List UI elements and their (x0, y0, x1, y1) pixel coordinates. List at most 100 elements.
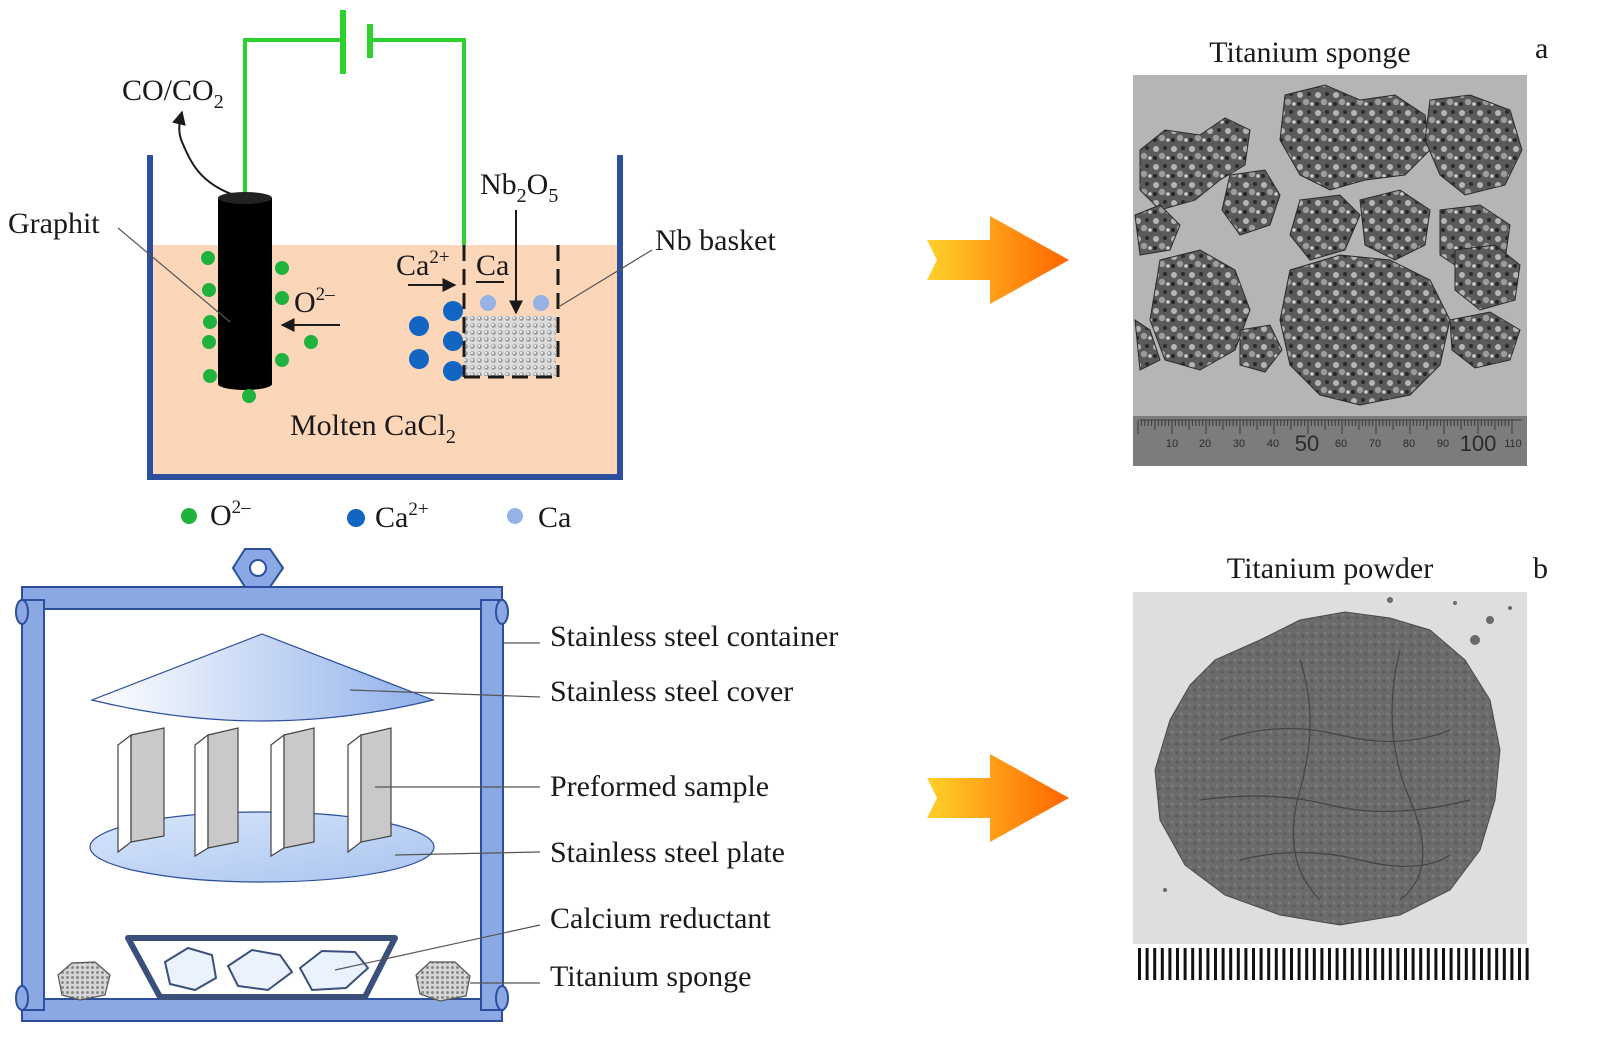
plate-label: Stainless steel plate (550, 836, 785, 869)
ruler-tick-label: 10 (1166, 438, 1178, 450)
sponge-piece (1449, 311, 1521, 369)
crucible-vessel (147, 155, 623, 480)
scale-tick (1214, 948, 1217, 980)
ruler-tick-label: 80 (1403, 438, 1415, 450)
sponge-piece (1134, 318, 1161, 371)
titanium-sponge-lump (57, 961, 111, 1001)
oxide-ion (203, 315, 217, 329)
ruler-tick-label: 110 (1504, 438, 1522, 450)
ruler-graduations (1137, 419, 1522, 434)
legend-calcium-ion-sup: 2+ (408, 499, 428, 520)
sponge-piece (1289, 194, 1361, 261)
scale-tick (1160, 948, 1164, 980)
sponge-piece (1279, 254, 1451, 406)
scale-tick (1252, 948, 1255, 980)
graphite-anode-top (218, 192, 272, 204)
basket-leader-line (559, 249, 653, 307)
scale-tick (1502, 948, 1506, 980)
scale-tick (1464, 948, 1468, 980)
sample-face (117, 733, 132, 854)
calcium-ion (409, 349, 429, 369)
oxide-ion (201, 251, 215, 265)
calcium-piece (226, 948, 294, 992)
ruler-tick-label: 100 (1460, 431, 1497, 456)
gas-release-arrow (172, 110, 235, 196)
powder-cracks (1199, 649, 1471, 901)
preformed-sample (347, 727, 392, 854)
container-left-wall (21, 599, 45, 1011)
scale-tick (1434, 948, 1438, 980)
hanging-nut-hole (249, 559, 267, 577)
scale-tick (1404, 948, 1407, 980)
scale-tick (1305, 948, 1309, 980)
sponge-piece (1454, 244, 1521, 311)
container-label: Stainless steel container (550, 620, 838, 653)
calcium-ion (443, 361, 463, 381)
scale-tick (1335, 948, 1339, 980)
scale-tick (1480, 948, 1483, 980)
preformed-samples (117, 727, 392, 858)
panel-b-leader-lines (334, 642, 541, 984)
sponge-piece (1149, 249, 1251, 371)
powder-crack (1219, 727, 1451, 743)
graphite-anode (218, 198, 272, 384)
scale-tick (1411, 948, 1415, 980)
oxide-ion (275, 261, 289, 275)
sponge-piece (1239, 324, 1283, 373)
calcium-ion-label-sup: 2+ (429, 247, 449, 268)
sponge-piece (1134, 204, 1181, 256)
scale-tick (1381, 948, 1385, 980)
powder-photo-title: Titanium powder (1227, 552, 1433, 585)
legend-oxide-label: O2– (210, 497, 251, 532)
container-bottom-bar (21, 998, 503, 1022)
species-legend: O2– Ca2+ Ca (181, 497, 571, 534)
ruler-tick-label: 40 (1267, 438, 1279, 450)
scale-tick (1236, 948, 1240, 980)
container-top-bar (21, 586, 503, 610)
calcium-leader-line (334, 924, 541, 971)
scale-tick (1343, 948, 1347, 980)
process-arrow-a (927, 216, 1069, 304)
sponge-piece (1139, 117, 1251, 211)
sample-side (360, 727, 392, 843)
ruler-tick-label: 30 (1233, 438, 1245, 450)
ruler-tick-label: 70 (1369, 438, 1381, 450)
sample-face (270, 733, 285, 858)
calcium-ions (409, 301, 463, 381)
nb-basket-label: Nb basket (655, 224, 776, 257)
scale-tick (1495, 948, 1499, 980)
sample-face (194, 733, 209, 858)
oxide-ions (201, 251, 318, 403)
scale-tick (1198, 948, 1202, 980)
electrolyte-label-main: Molten CaCl (290, 409, 446, 442)
calcium-ion-label: Ca2+ (396, 247, 450, 282)
electrolyte-label: Molten CaCl2 (290, 409, 456, 448)
powder-speck (1387, 597, 1393, 603)
powder-crack (1391, 649, 1424, 901)
oxide-ion-label-sup: 2– (316, 284, 336, 305)
sample-side (207, 727, 239, 849)
preformed-sample (270, 727, 315, 858)
powder-speck (1163, 888, 1167, 892)
process-arrow-b (927, 754, 1069, 842)
calcium-atoms (480, 295, 549, 311)
scale-tick (1297, 948, 1301, 980)
powder-speck (1508, 606, 1512, 610)
sponge-piece (1221, 169, 1281, 236)
scale-tick (1328, 948, 1331, 980)
preformed-sample (194, 727, 239, 858)
electrolysis-cell-diagram: CO/CO2 Graphit Nb2O5 Nb basket Ca2+ Ca O… (8, 10, 776, 534)
panel-b-labels: Stainless steel container Stainless stee… (550, 620, 838, 993)
legend-oxide-sup: 2– (232, 497, 252, 518)
ruler-tick-label: 90 (1437, 438, 1449, 450)
container-rivet (495, 985, 509, 1011)
sponge-label: Titanium sponge (550, 960, 751, 993)
sample-side (283, 727, 315, 849)
calcium-reductant-pieces (163, 946, 370, 992)
scale-tick (1153, 948, 1157, 980)
sample-side (130, 727, 165, 843)
scale-tick (1388, 948, 1392, 980)
scale-tick (1449, 948, 1453, 980)
oxide-ion-label-main: O (294, 286, 316, 319)
